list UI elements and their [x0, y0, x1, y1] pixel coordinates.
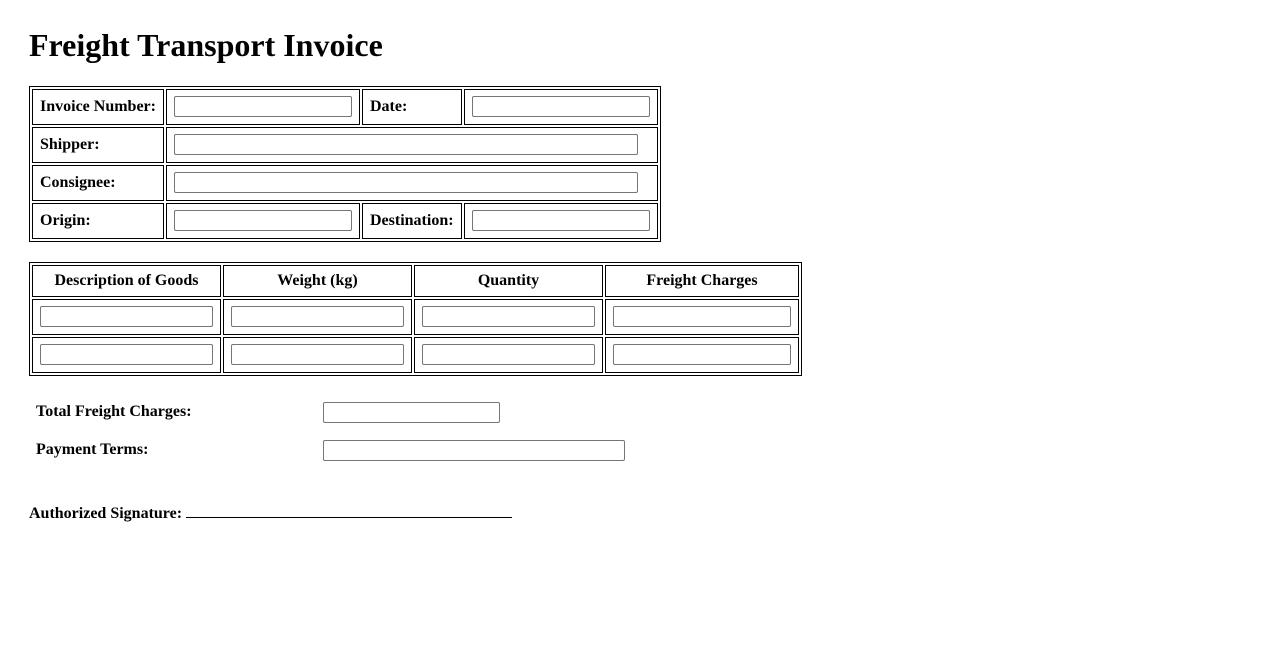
invoice-date-row: Invoice Number: Date:: [32, 88, 658, 125]
page-title: Freight Transport Invoice: [29, 27, 383, 63]
goods-quantity-input-2[interactable]: [422, 344, 595, 366]
goods-freight-charges-cell: [605, 298, 799, 335]
goods-weight-cell: [223, 336, 412, 373]
goods-description-cell: [32, 336, 221, 373]
goods-quantity-input-1[interactable]: [422, 306, 595, 328]
shipper-row: Shipper:: [32, 126, 658, 163]
goods-header-quantity: Quantity: [414, 264, 603, 297]
goods-freight-charges-input-1[interactable]: [613, 306, 791, 328]
goods-description-cell: [32, 298, 221, 335]
destination-label: Destination:: [361, 202, 462, 239]
goods-quantity-cell: [414, 336, 603, 373]
shipper-cell: [165, 126, 658, 163]
goods-header-description: Description of Goods: [32, 264, 221, 297]
consignee-cell: [165, 164, 658, 201]
goods-freight-charges-cell: [605, 336, 799, 373]
goods-quantity-cell: [414, 298, 603, 335]
payment-terms-input[interactable]: [323, 439, 625, 461]
goods-table: Description of Goods Weight (kg) Quantit…: [29, 261, 802, 376]
authorized-signature-label: Authorized Signature:: [29, 504, 183, 522]
consignee-row: Consignee:: [32, 164, 658, 201]
payment-terms-label: Payment Terms:: [36, 440, 149, 458]
origin-destination-row: Origin: Destination:: [32, 202, 658, 239]
destination-input[interactable]: [471, 210, 650, 232]
goods-header-weight: Weight (kg): [223, 264, 412, 297]
invoice-number-cell: [165, 88, 360, 125]
payment-terms-row: Payment Terms:: [36, 439, 1278, 461]
shipment-info-table: Invoice Number: Date: Shipper: Consignee…: [29, 85, 661, 242]
goods-header-row: Description of Goods Weight (kg) Quantit…: [32, 264, 799, 297]
goods-description-input-2[interactable]: [40, 344, 213, 366]
goods-weight-cell: [223, 298, 412, 335]
goods-freight-charges-input-2[interactable]: [613, 344, 791, 366]
date-label: Date:: [361, 88, 462, 125]
consignee-label: Consignee:: [32, 164, 164, 201]
invoice-number-label: Invoice Number:: [32, 88, 164, 125]
total-freight-charges-input[interactable]: [323, 401, 500, 423]
goods-row: [32, 336, 799, 373]
invoice-number-input[interactable]: [173, 96, 352, 118]
consignee-input[interactable]: [173, 172, 638, 194]
date-input[interactable]: [471, 96, 650, 118]
shipper-label: Shipper:: [32, 126, 164, 163]
signature-line: [186, 504, 513, 518]
origin-label: Origin:: [32, 202, 164, 239]
total-freight-charges-label: Total Freight Charges:: [36, 402, 192, 420]
total-freight-charges-row: Total Freight Charges:: [36, 401, 1278, 423]
invoice-page: Freight Transport Invoice Invoice Number…: [29, 27, 1278, 523]
origin-input[interactable]: [173, 210, 352, 232]
goods-header-freight-charges: Freight Charges: [605, 264, 799, 297]
charges-section: Total Freight Charges: Payment Terms:: [36, 401, 1278, 461]
shipper-input[interactable]: [173, 134, 638, 156]
goods-weight-input-2[interactable]: [231, 344, 404, 366]
goods-weight-input-1[interactable]: [231, 306, 404, 328]
date-cell: [463, 88, 658, 125]
origin-cell: [165, 202, 360, 239]
goods-row: [32, 298, 799, 335]
signature-row: Authorized Signature:: [29, 504, 1278, 523]
goods-description-input-1[interactable]: [40, 306, 213, 328]
destination-cell: [463, 202, 658, 239]
